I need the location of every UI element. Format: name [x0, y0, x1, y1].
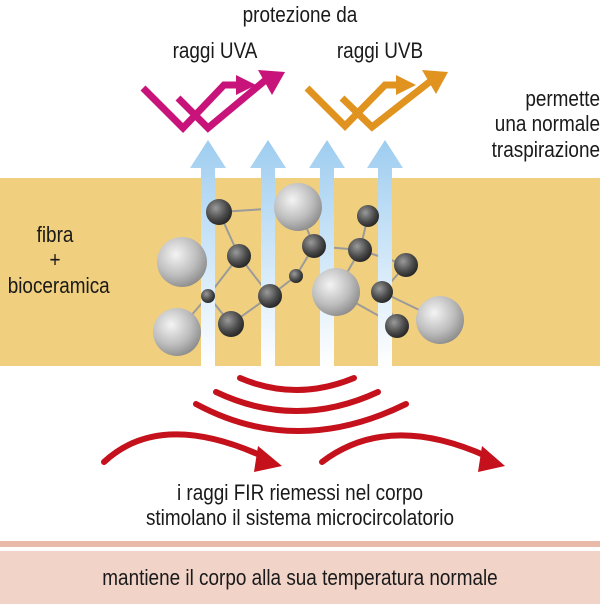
fir-arrow-right	[319, 432, 489, 465]
small-particle	[357, 205, 379, 227]
fir-line-1: i raggi FIR riemessi nel corpo	[176, 480, 424, 505]
breathing-line-2: una normale	[494, 111, 600, 137]
large-particle	[274, 183, 322, 231]
large-particle	[416, 296, 464, 344]
uvb-arrow-1	[304, 81, 404, 131]
small-particle	[371, 281, 393, 303]
uva-arrow-2	[175, 75, 271, 133]
breathing-arrows	[190, 140, 403, 366]
blue-arrow-2	[250, 140, 286, 366]
uvb-label: raggi UVB	[336, 38, 424, 63]
small-particle	[218, 311, 244, 337]
large-particle	[157, 237, 207, 287]
fiber-line-1: fibra	[36, 222, 74, 247]
breathing-line-1: permette	[525, 86, 600, 111]
footer-divider	[0, 541, 600, 547]
uvb-arrows	[304, 70, 448, 132]
fir-waves	[193, 375, 409, 434]
large-particle	[312, 268, 360, 316]
fiber-line-3: bioceramica	[7, 272, 110, 298]
small-particle	[206, 199, 232, 225]
fir-arrow-left	[101, 431, 265, 465]
uva-arrow-1	[140, 81, 244, 134]
uva-arrows	[140, 70, 285, 134]
tiny-particle	[201, 289, 215, 303]
small-particle	[302, 234, 326, 258]
molecule-atoms	[153, 183, 464, 356]
fir-label: i raggi FIR riemessi nel corpo stimolano…	[76, 480, 523, 531]
small-particle	[385, 314, 409, 338]
small-particle	[258, 284, 282, 308]
fir-line-2: stimolano il sistema microcircolatorio	[145, 505, 455, 531]
fir-arc-2	[213, 389, 381, 414]
blue-arrow-3	[309, 140, 345, 366]
fir-arc-3	[193, 401, 409, 434]
small-particle	[394, 253, 418, 277]
uva-label: raggi UVA	[172, 38, 258, 63]
protection-label: protezione da	[242, 2, 358, 27]
fiber-line-2: +	[49, 247, 61, 273]
breathing-label: permette una normale traspirazione	[445, 86, 600, 162]
large-particle	[153, 308, 201, 356]
fir-curved-arrows	[101, 431, 505, 472]
breathing-line-3: traspirazione	[491, 136, 600, 162]
uvb-arrow-2	[339, 77, 435, 132]
blue-arrow-4	[367, 140, 403, 366]
tiny-particle	[289, 269, 303, 283]
fir-arc-1	[237, 375, 357, 393]
small-particle	[348, 238, 372, 262]
small-particle	[227, 244, 251, 268]
footer-label: mantiene il corpo alla sua temperatura n…	[102, 565, 498, 590]
fiber-label: fibra + bioceramica	[7, 222, 110, 298]
blue-arrow-1	[190, 140, 226, 366]
footer-band	[0, 547, 600, 604]
